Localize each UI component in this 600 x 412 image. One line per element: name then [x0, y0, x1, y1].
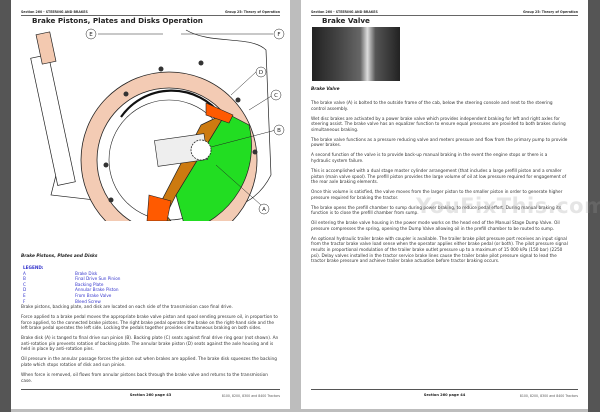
legend-key: B — [23, 276, 26, 282]
header-section: Section 260 - STEERING AND BRAKES — [311, 10, 378, 14]
legend-title: LEGEND: — [23, 265, 44, 270]
paragraph: Oil entering the brake valve housing in … — [311, 221, 560, 232]
legend-row: A Brake Disk — [23, 271, 120, 277]
page-43: Section 260 - STEERING AND BRAKES Group … — [11, 0, 290, 409]
paragraph: Wet disc brakes are activated by a power… — [311, 116, 566, 133]
paragraph: Oil pressure in the annular passage forc… — [21, 357, 277, 368]
brake-valve-photo — [312, 27, 400, 81]
legend-row: C Backing Plate — [23, 282, 120, 288]
paragraph: Force applied to a brake pedal moves the… — [21, 314, 278, 332]
legend-row: B Final Drive Sun Pinion — [23, 276, 120, 282]
legend-key: C — [23, 281, 26, 287]
paragraph: When force is removed, oil flows from an… — [21, 372, 268, 384]
legend-label: Brake Disk — [75, 270, 98, 276]
footer-page-number: Section 260 page 43 — [129, 393, 172, 397]
header-group: Group 25: Theory of Operation — [224, 10, 280, 14]
brake-diagram: E F D C B A — [30, 28, 285, 221]
legend-label: Backing Plate — [75, 281, 104, 287]
figure-caption: Brake Valve — [311, 87, 340, 92]
paragraph: Once this volume is satisfied, the valve… — [311, 190, 563, 201]
paragraph: An optional hydraulic trailer brake with… — [311, 236, 568, 265]
page-title: Brake Pistons, Plates and Disks Operatio… — [32, 16, 203, 25]
legend-row: D Annular Brake Piston — [23, 287, 120, 293]
paragraph: This is accomplished with a dual stage m… — [311, 168, 567, 186]
left-panel-edge — [0, 0, 11, 412]
callout-f: F — [277, 32, 280, 38]
paragraph: A second function of the valve is to pro… — [311, 153, 548, 164]
page-44: Section 260 - STEERING AND BRAKES Group … — [301, 0, 600, 409]
legend-row: E From Brake Valve — [23, 293, 120, 299]
figure-caption: Brake Pistons, Plates and Disks — [21, 254, 98, 259]
legend-key: F — [23, 298, 26, 304]
page-title: Brake Valve — [322, 16, 370, 25]
callout-c: C — [274, 93, 278, 99]
header-section: Section 260 - STEERING AND BRAKES — [21, 10, 88, 14]
legend-label: Bleed Screw — [75, 298, 101, 304]
paragraph: Brake disk (A) is tanged to final drive … — [21, 336, 279, 353]
page-header: Section 260 - STEERING AND BRAKES Group … — [21, 10, 280, 16]
footer-models: 8100, 8200, 8300 and 8400 Tractors — [221, 393, 280, 398]
legend-key: E — [23, 292, 26, 298]
callout-e: E — [89, 32, 93, 38]
footer-models: 8100, 8200, 8300 and 8400 Tractors — [519, 393, 578, 398]
watermark: YouFixThis.com — [416, 194, 600, 218]
paragraph: The brake valve (A) is bolted to the out… — [311, 101, 553, 112]
page-header: Section 260 - STEERING AND BRAKES Group … — [311, 10, 578, 16]
legend-key: D — [23, 287, 27, 293]
page-footer: Section 260 page 43 8100, 8200, 8300 and… — [21, 389, 280, 399]
legend-row: F Bleed Screw — [23, 299, 120, 305]
paragraph: The brake opens the prefill chamber to s… — [311, 205, 562, 217]
legend-label: Final Drive Sun Pinion — [75, 276, 121, 282]
callout-a: A — [262, 207, 266, 213]
paragraph: Brake pistons, backing plate, and disk a… — [21, 305, 233, 310]
legend-label: Annular Brake Piston — [75, 287, 119, 293]
paragraph: The brake valve functions as a pressure … — [311, 137, 568, 149]
scrollbar[interactable] — [588, 0, 600, 412]
callout-b: B — [277, 128, 281, 134]
footer-page-number: Section 260 page 44 — [423, 393, 466, 397]
legend-key: A — [23, 270, 26, 276]
body-text: The brake valve (A) is bolted to the out… — [311, 101, 568, 269]
callout-d: D — [259, 70, 263, 76]
header-group: Group 25: Theory of Operation — [522, 10, 578, 14]
page-footer: Section 260 page 44 8100, 8200, 8300 and… — [311, 389, 578, 399]
legend-label: From Brake Valve — [75, 292, 112, 298]
body-text: Brake pistons, backing plate, and disk a… — [21, 305, 280, 388]
legend: LEGEND: A Brake Disk B Final Drive Sun Pin… — [23, 265, 120, 304]
